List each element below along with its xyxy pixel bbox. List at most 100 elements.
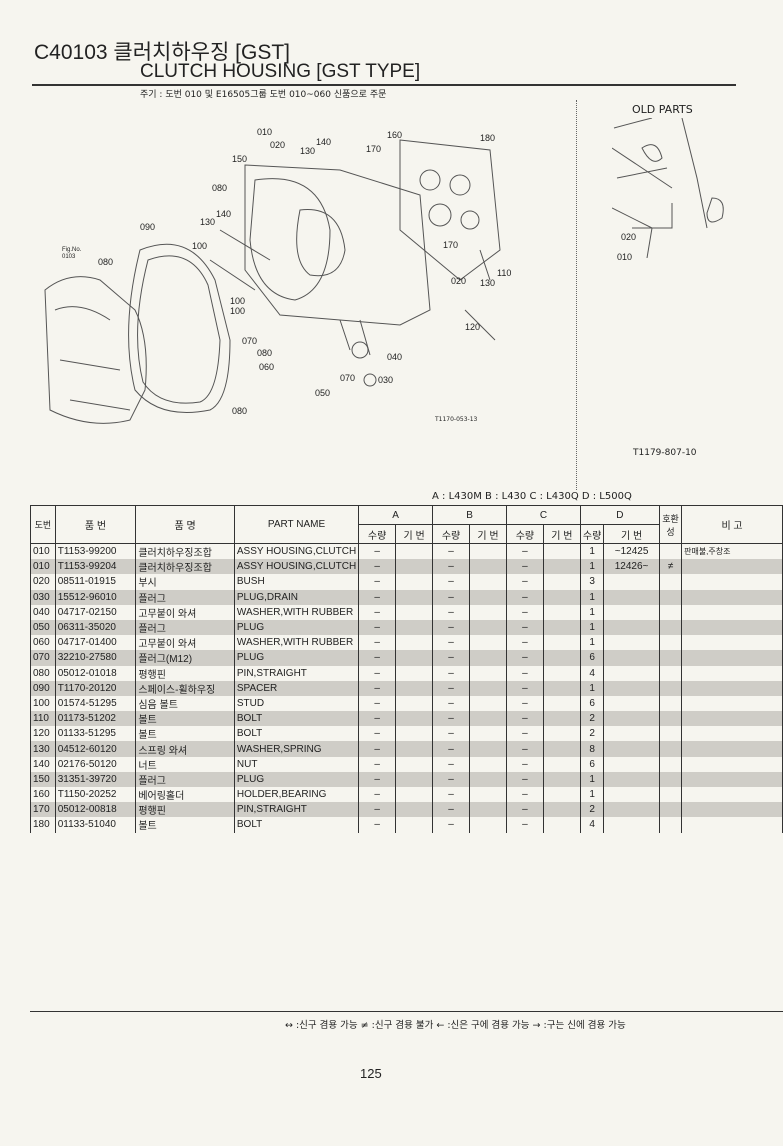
cell-serial <box>395 756 434 772</box>
cell-b: – <box>432 802 470 818</box>
cell-compat <box>658 589 683 605</box>
cell-d: 1 <box>579 604 605 620</box>
cell-remarks <box>681 771 783 787</box>
callout-label: 120 <box>465 322 481 332</box>
cell-serial <box>468 559 508 575</box>
cell-name-en: STUD <box>233 695 360 712</box>
cell-ref: 010 <box>30 559 56 575</box>
cell-compat <box>658 665 683 681</box>
cell-name-kr: 부시 <box>135 574 235 590</box>
cell-b: – <box>432 635 470 651</box>
cell-ref: 180 <box>30 817 56 833</box>
cell-name-en: BOLT <box>233 726 360 742</box>
cell-compat <box>658 543 683 560</box>
cell-name-en: PLUG,DRAIN <box>233 589 360 605</box>
cell-serial <box>542 771 581 787</box>
cell-name-en: BUSH <box>233 574 360 590</box>
cell-a: – <box>358 711 397 727</box>
col-name-en: PART NAME <box>233 505 360 544</box>
cell-c: – <box>506 802 544 818</box>
cell-serial <box>468 604 508 620</box>
cell-remarks <box>681 741 783 757</box>
cell-serial <box>395 787 434 803</box>
compat-legend: ↔ :신구 겸용 가능 ≠ :신구 겸용 불가 ← :신은 구에 겸용 가능 →… <box>285 1020 626 1031</box>
cell-name-en: BOLT <box>233 711 360 727</box>
cell-compat <box>658 787 683 803</box>
cell-b: – <box>432 604 470 620</box>
cell-part-no: 01133-51295 <box>54 726 137 742</box>
cell-d: 1 <box>579 771 605 787</box>
cell-name-en: PIN,STRAIGHT <box>233 665 360 681</box>
col-d-serial: 기 번 <box>603 524 660 544</box>
cell-serial <box>468 680 508 696</box>
cell-remarks <box>681 680 783 696</box>
cell-remarks <box>681 589 783 605</box>
cell-serial <box>468 802 508 818</box>
cell-serial <box>542 604 581 620</box>
cell-d: 8 <box>579 741 605 757</box>
cell-ref: 110 <box>30 711 56 727</box>
cell-serial <box>542 665 581 681</box>
parts-table: 도번 품 번 품 명 PART NAME A B C D 호환성 비 고 수량 … <box>30 505 783 833</box>
cell-d-serial <box>603 650 660 666</box>
cell-serial <box>542 650 581 666</box>
cell-ref: 130 <box>30 741 56 757</box>
cell-part-no: 01173-51202 <box>54 711 137 727</box>
cell-d: 2 <box>579 802 605 818</box>
title-rule <box>32 84 736 86</box>
cell-d: 6 <box>579 695 605 712</box>
cell-name-kr: 심음 볼트 <box>135 695 235 712</box>
cell-part-no: 15512-96010 <box>54 589 137 605</box>
cell-a: – <box>358 726 397 742</box>
cell-serial <box>468 726 508 742</box>
cell-name-kr: 평행핀 <box>135 665 235 681</box>
callout-label: 170 <box>366 144 382 154</box>
callout-label: 050 <box>315 388 331 398</box>
old-callout-010: 010 <box>617 252 633 262</box>
cell-name-en: PLUG <box>233 650 360 666</box>
callout-label: 080 <box>98 257 114 267</box>
cell-c: – <box>506 787 544 803</box>
cell-serial <box>395 574 434 590</box>
cell-serial <box>542 543 581 560</box>
cell-serial <box>468 665 508 681</box>
cell-d-serial <box>603 802 660 818</box>
cell-c: – <box>506 771 544 787</box>
cell-d: 1 <box>579 787 605 803</box>
callout-label: Fig.No. <box>62 247 82 253</box>
cell-ref: 150 <box>30 771 56 787</box>
cell-serial <box>468 543 508 560</box>
cell-remarks <box>681 604 783 620</box>
cell-serial <box>468 711 508 727</box>
cell-serial <box>395 665 434 681</box>
cell-a: – <box>358 543 397 560</box>
cell-compat <box>658 817 683 833</box>
cell-name-kr: 플러그(M12) <box>135 650 235 666</box>
cell-d: 3 <box>579 574 605 590</box>
cell-name-kr: 스프링 와셔 <box>135 741 235 757</box>
cell-part-no: T1150-20252 <box>54 787 137 803</box>
col-b: B <box>432 505 507 525</box>
callout-label: 080 <box>257 348 273 358</box>
cell-name-en: WASHER,WITH RUBBER <box>233 604 360 620</box>
cell-compat <box>658 741 683 757</box>
cell-remarks: 판매불,주창조 <box>681 543 783 560</box>
col-a-serial: 기 번 <box>395 524 434 544</box>
cell-serial <box>542 680 581 696</box>
cell-name-kr: 볼트 <box>135 817 235 833</box>
cell-serial <box>542 559 581 575</box>
col-remarks: 비 고 <box>681 505 783 544</box>
cell-remarks <box>681 802 783 818</box>
cell-part-no: 08511-01915 <box>54 574 137 590</box>
cell-serial <box>542 787 581 803</box>
cell-d-serial <box>603 711 660 727</box>
callout-label: 060 <box>259 362 275 372</box>
callout-label: 040 <box>387 352 403 362</box>
